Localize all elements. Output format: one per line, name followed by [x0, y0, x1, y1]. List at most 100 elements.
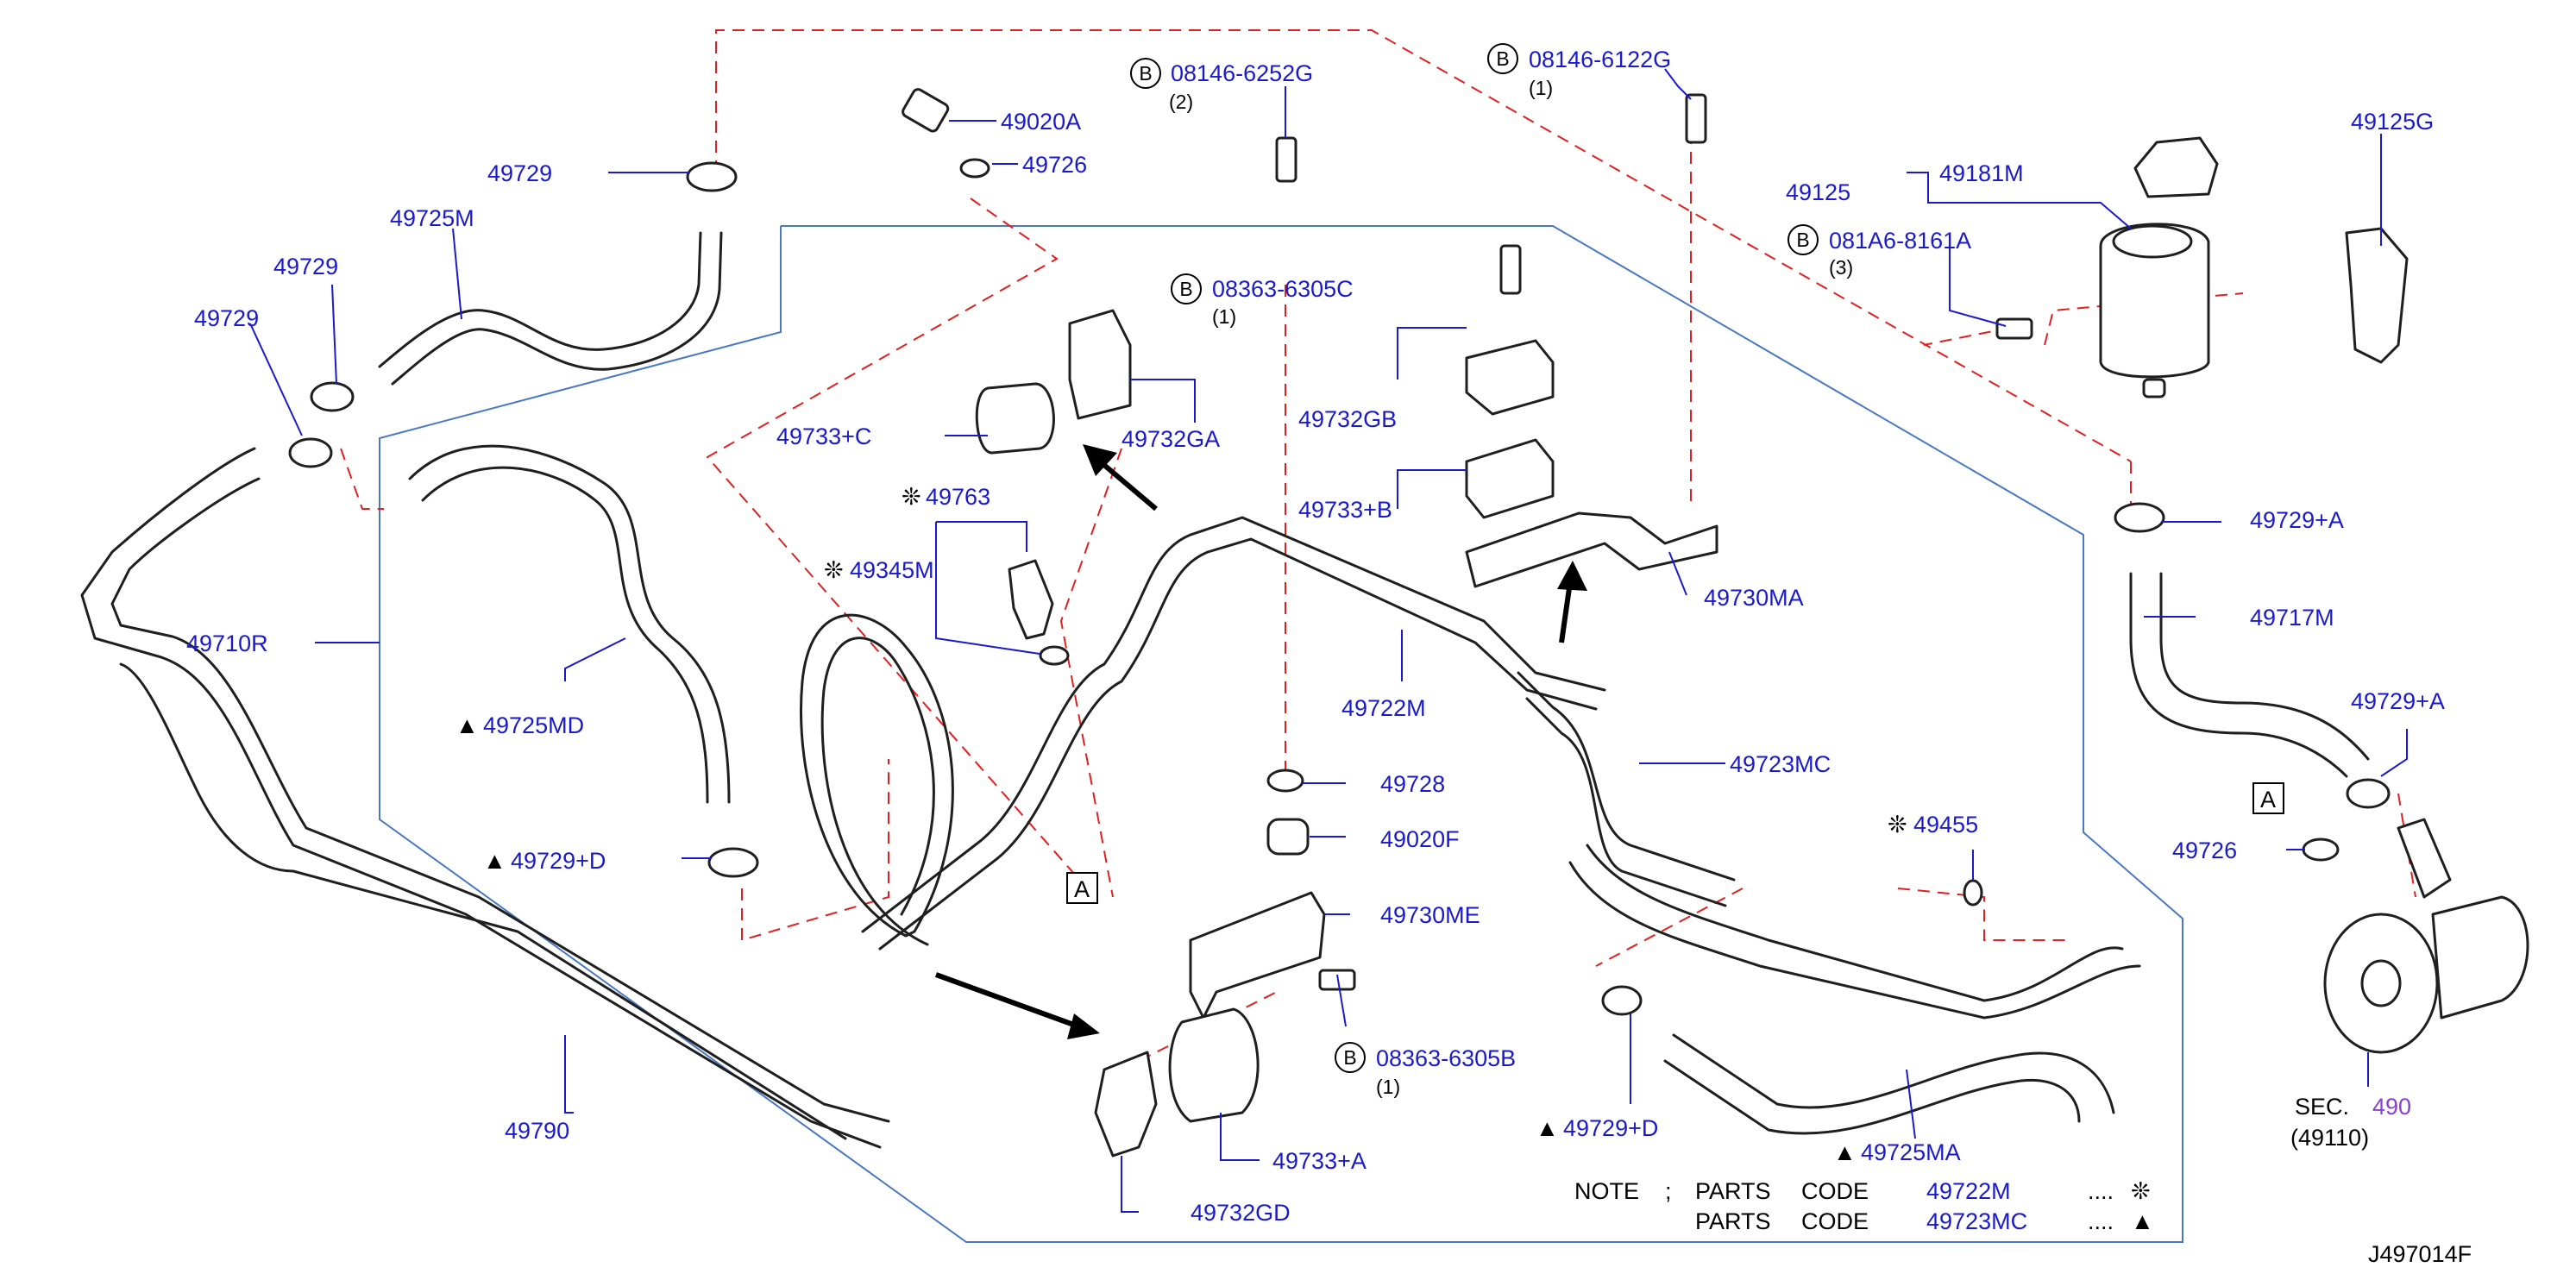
- clip-49733b: [1465, 438, 1555, 519]
- part-labels: 49729 49725M 49729 49729 49710R ▲ 49725M…: [186, 109, 2445, 1226]
- label-49763: 49763: [926, 484, 990, 510]
- svg-text:❊: ❊: [2131, 1178, 2151, 1204]
- direction-arrows: [934, 444, 1587, 1039]
- label-49730ma: 49730MA: [1704, 585, 1804, 611]
- star-symbol-49345m: ❊: [824, 557, 844, 583]
- bracket-49730ma: [1465, 511, 1718, 588]
- grommet-49020f: [1266, 818, 1310, 856]
- svg-text:(2): (2): [1169, 91, 1193, 113]
- clip-49732gd: [1094, 1051, 1158, 1158]
- bracket-49732gb: [1465, 339, 1555, 416]
- svg-text:;: ;: [1665, 1178, 1672, 1204]
- label-49125: 49125: [1786, 179, 1850, 205]
- label-49729-top: 49729: [487, 160, 552, 186]
- label-49726-right: 49726: [2172, 838, 2237, 863]
- o-ring-49345m: [1039, 645, 1070, 666]
- label-bolt-081a6-8161a: 081A6-8161A: [1829, 228, 1971, 254]
- label-49722m: 49722M: [1341, 695, 1426, 721]
- sec-sub: (49110): [2290, 1125, 2369, 1151]
- svg-text:A: A: [1074, 876, 1090, 902]
- label-49729-low: 49729: [194, 305, 259, 331]
- star-symbol-49763: ❊: [902, 484, 921, 510]
- triangle-symbol-49725ma: ▲: [1833, 1139, 1857, 1165]
- label-49345m: 49345M: [850, 557, 934, 583]
- bolt-b4: B 081A6-8161A (3): [1787, 224, 1971, 279]
- svg-text:CODE: CODE: [1801, 1208, 1869, 1234]
- bolt-08146-6252g: [1275, 136, 1297, 183]
- svg-text:B: B: [1496, 47, 1509, 70]
- svg-text:B: B: [1343, 1046, 1356, 1069]
- component-artwork: [288, 88, 2529, 1158]
- pump-hub: [2360, 959, 2402, 1007]
- sec-prefix: SEC.: [2295, 1094, 2349, 1120]
- label-49732gb: 49732GB: [1298, 406, 1397, 432]
- label-49717m: 49717M: [2250, 605, 2334, 631]
- dashed-guides: [340, 29, 2416, 1079]
- clamp-49729a-top: [2114, 502, 2165, 533]
- svg-text:NOTE: NOTE: [1574, 1178, 1639, 1204]
- pipe-artwork: [80, 231, 2370, 1149]
- label-49733c: 49733+C: [776, 424, 871, 449]
- triangle-symbol-49729d-left: ▲: [483, 848, 506, 874]
- svg-text:....: ....: [2088, 1208, 2114, 1234]
- label-49729-mid: 49729: [273, 254, 338, 279]
- reservoir-neck: [2112, 224, 2193, 259]
- bracket-49730me: [1189, 891, 1326, 1020]
- bolt-b3: B 08363-6305C (1): [1171, 273, 1354, 328]
- o-ring-49455: [1963, 879, 1983, 907]
- bolt-b5: B 08363-6305B (1): [1335, 1042, 1516, 1098]
- svg-text:(3): (3): [1829, 256, 1853, 279]
- grommet-49728: [1266, 769, 1304, 793]
- label-49729d-right: 49729+D: [1563, 1115, 1658, 1141]
- svg-text:49723MC: 49723MC: [1926, 1208, 2027, 1234]
- svg-text:....: ....: [2088, 1178, 2114, 1204]
- bolt-49020a: [902, 88, 950, 133]
- bolt-b2: B 08146-6122G (1): [1487, 43, 1671, 99]
- label-49723mc: 49723MC: [1730, 751, 1831, 777]
- diagram-id: J497014F: [2368, 1241, 2472, 1267]
- label-49790: 49790: [505, 1118, 569, 1144]
- label-49181m: 49181M: [1939, 160, 2024, 186]
- clamp-49729-low: [288, 437, 333, 468]
- svg-text:49722M: 49722M: [1926, 1178, 2011, 1204]
- label-49733a: 49733+A: [1272, 1148, 1367, 1174]
- bolt-b1: B 08146-6252G (2): [1130, 58, 1313, 113]
- reservoir-outlet: [2142, 378, 2166, 398]
- note-block: NOTE ; PARTS CODE 49722M .... ❊ PARTS CO…: [1574, 1178, 2154, 1234]
- clamp-49729-top: [686, 161, 738, 192]
- leader-lines: [249, 68, 2408, 1213]
- label-49725md: 49725MD: [483, 712, 584, 738]
- star-symbol-49455: ❊: [1888, 812, 1907, 838]
- label-49729d-left: 49729+D: [511, 848, 606, 874]
- clip-49733a: [1168, 1007, 1260, 1123]
- label-49726-top: 49726: [1022, 152, 1087, 178]
- label-49732ga: 49732GA: [1122, 426, 1220, 452]
- svg-text:▲: ▲: [2131, 1208, 2154, 1234]
- svg-text:(1): (1): [1529, 77, 1553, 99]
- label-49020a: 49020A: [1001, 109, 1081, 135]
- label-bolt-08146-6122g: 08146-6122G: [1529, 47, 1671, 72]
- label-49728: 49728: [1380, 771, 1445, 797]
- svg-text:B: B: [1179, 278, 1192, 300]
- bolt-08146-6122g: [1685, 93, 1707, 144]
- svg-text:B: B: [1139, 62, 1152, 85]
- label-49725m: 49725M: [390, 205, 474, 231]
- label-bolt-08363-6305b: 08363-6305B: [1376, 1045, 1516, 1071]
- label-49729a-top: 49729+A: [2250, 507, 2344, 533]
- assembly-boundary: [379, 225, 2183, 1243]
- triangle-symbol-49725md: ▲: [456, 712, 479, 738]
- svg-text:PARTS: PARTS: [1695, 1178, 1771, 1204]
- clip-49733c: [975, 382, 1055, 455]
- reservoir-cap-49181m: [2133, 136, 2219, 198]
- label-49725ma: 49725MA: [1861, 1139, 1961, 1165]
- pump-outlet: [2397, 818, 2452, 899]
- svg-text:A: A: [2260, 787, 2276, 813]
- triangle-symbol-49729d-right: ▲: [1536, 1115, 1559, 1141]
- svg-text:B: B: [1796, 229, 1809, 251]
- reservoir-49125: [2099, 223, 2210, 379]
- svg-text:(1): (1): [1376, 1076, 1400, 1098]
- sec-link-490[interactable]: 490: [2372, 1094, 2411, 1120]
- label-49125g: 49125G: [2351, 109, 2434, 135]
- clip-49732ga: [1068, 309, 1132, 420]
